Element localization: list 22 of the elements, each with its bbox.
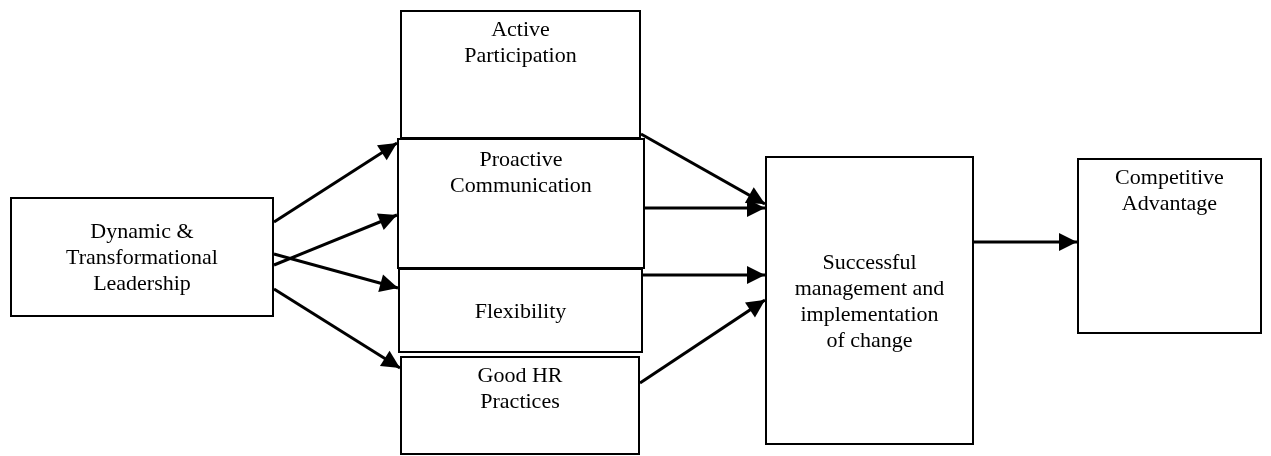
box-label: Good HR Practices [476,362,564,414]
arrow [640,132,766,206]
process-box [397,138,645,269]
arrow [273,141,398,224]
process-box [765,156,974,445]
box-label: Flexibility [474,297,567,324]
box-label: Competitive Advantage [1114,164,1225,216]
arrow [643,266,765,284]
box-label: Active Participation [463,16,578,68]
box-label: Successful management and implementation of change [793,248,946,353]
process-box [1077,158,1262,334]
process-box [400,10,641,139]
arrow [639,298,766,385]
arrow [273,252,399,292]
arrow [273,213,398,267]
arrow [273,287,401,370]
process-box [10,197,274,317]
process-box [398,268,643,353]
box-label: Proactive Communication [449,146,593,198]
box-label: Dynamic & Transformational Leadership [65,218,219,296]
process-box [400,356,640,455]
arrow [974,233,1077,251]
